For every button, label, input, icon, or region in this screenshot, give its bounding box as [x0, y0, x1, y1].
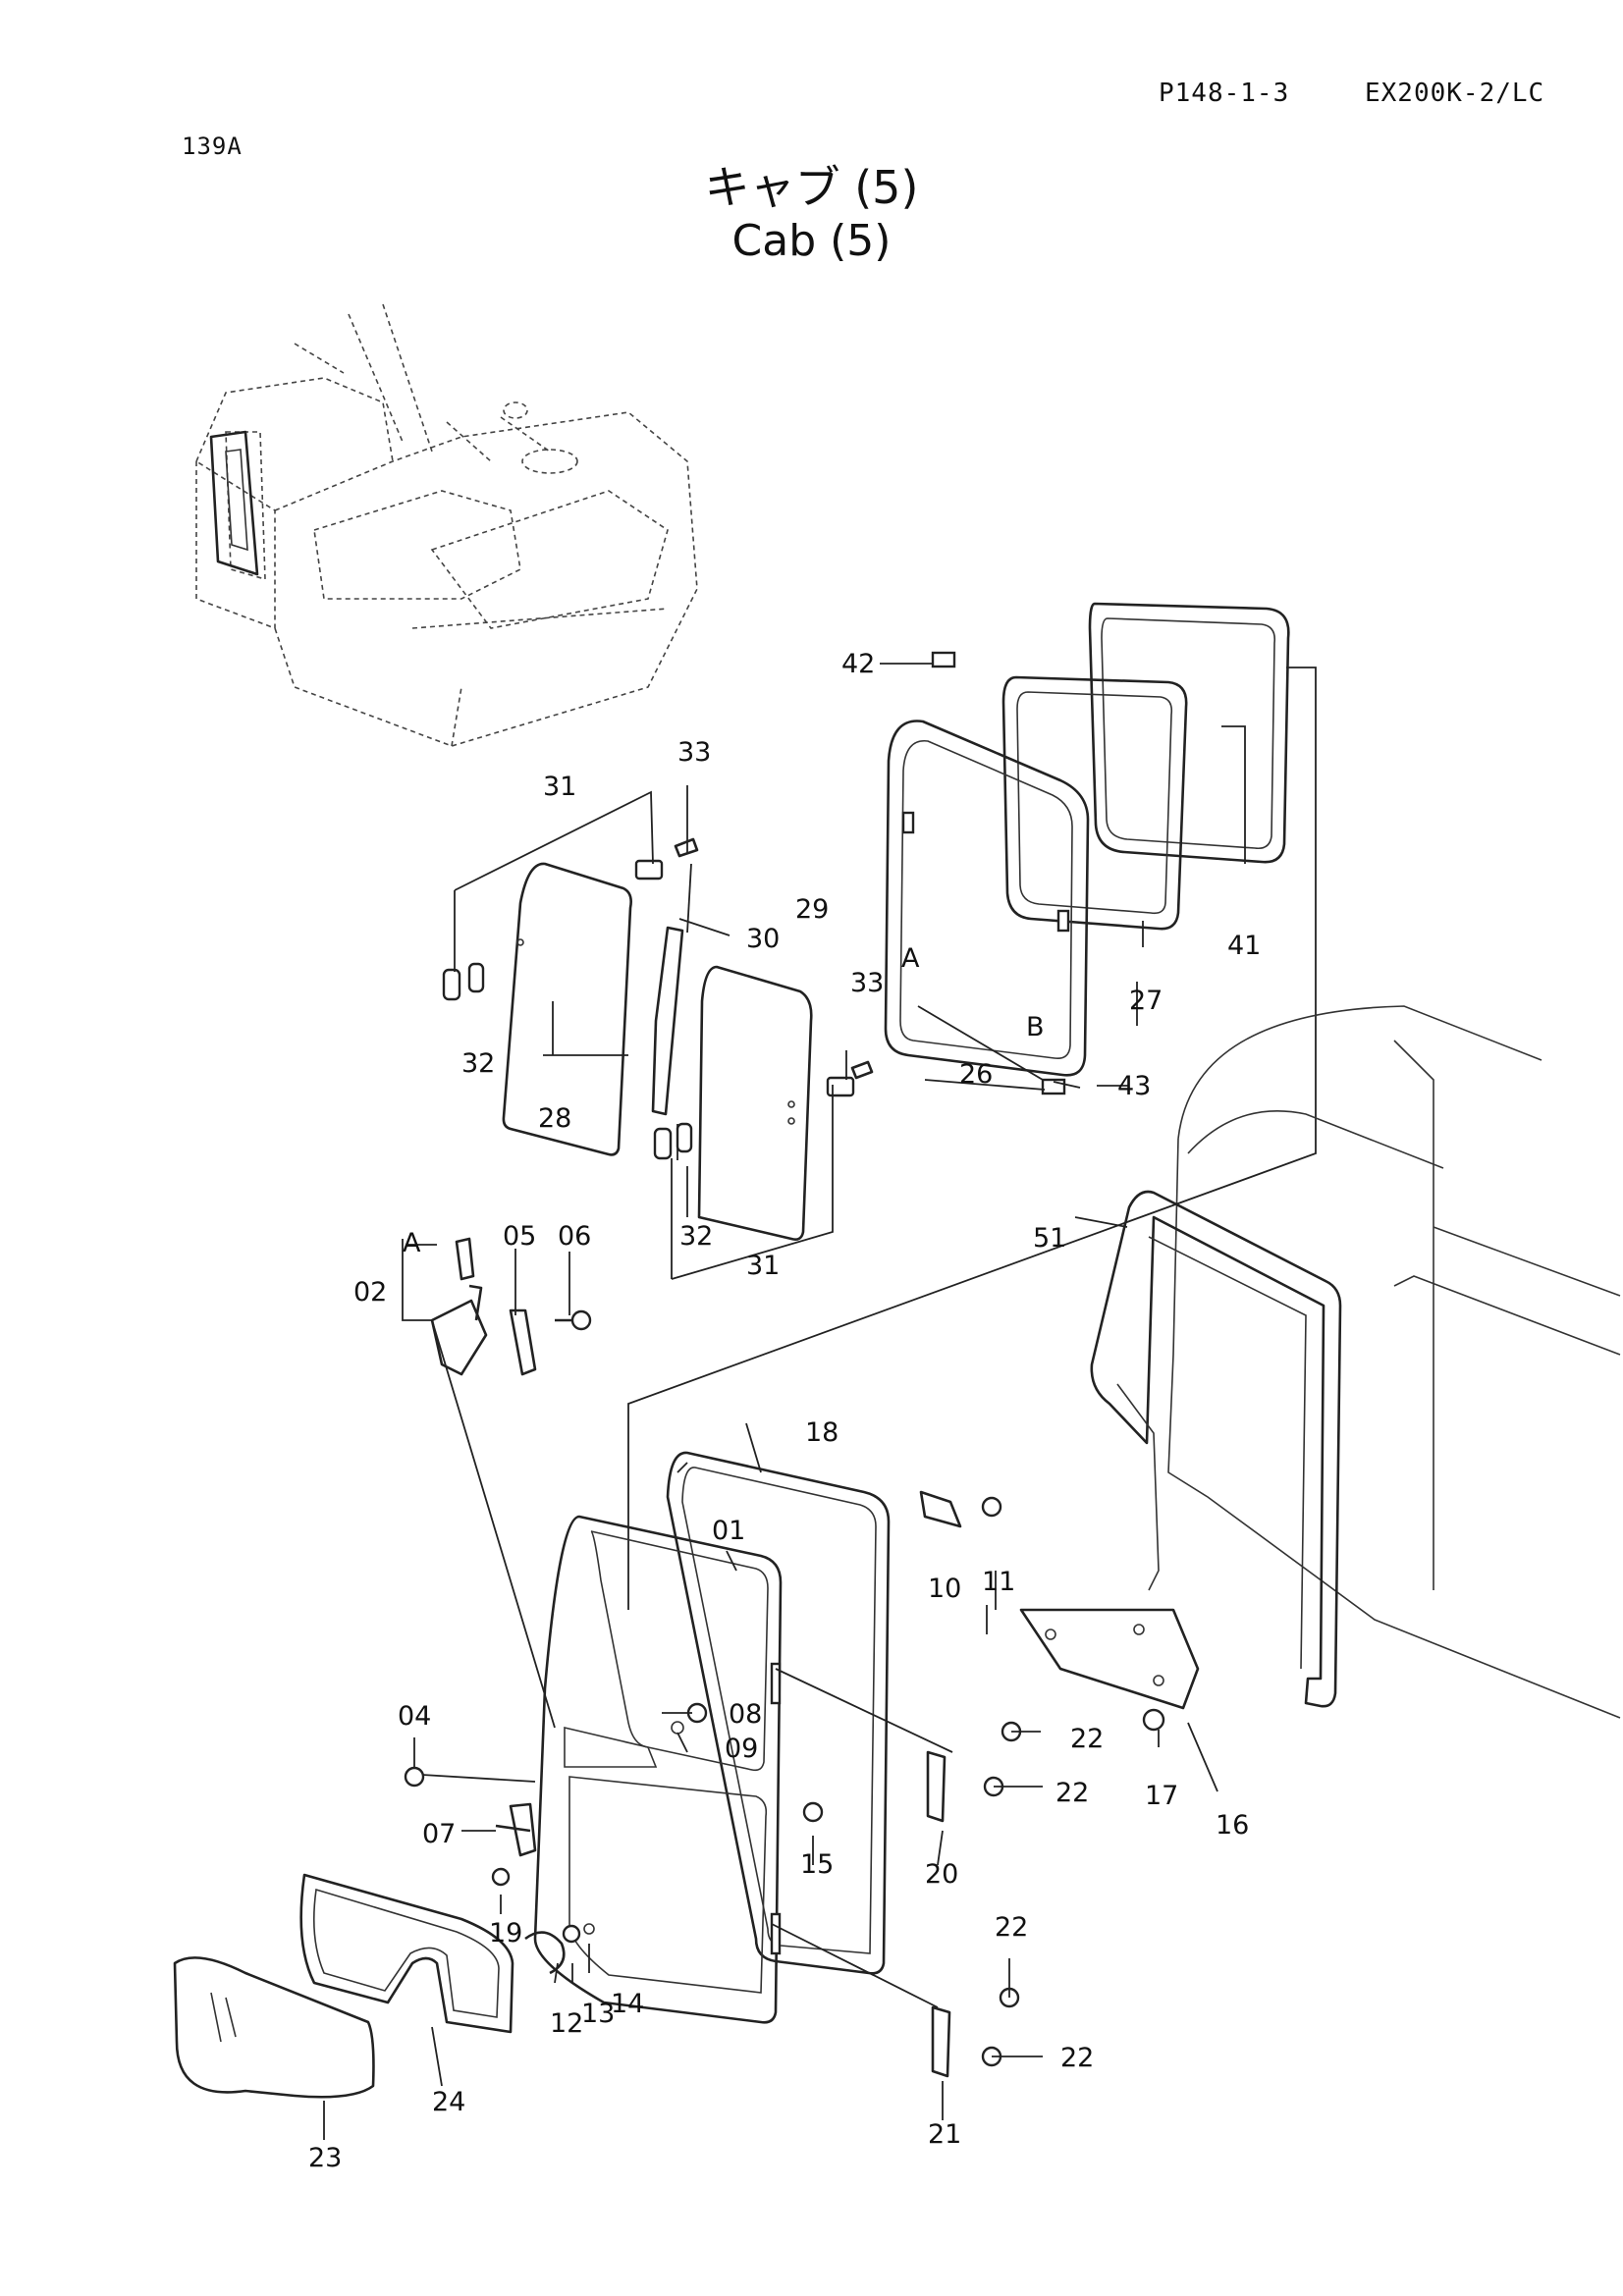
callout-28: 28 [538, 1103, 571, 1134]
callout-09: 09 [725, 1734, 758, 1764]
callout-02: 02 [353, 1277, 387, 1308]
callout-31-top: 31 [543, 772, 576, 802]
callout-01: 01 [712, 1516, 745, 1546]
callout-20: 20 [925, 1859, 958, 1890]
callout-22-a: 22 [1070, 1724, 1104, 1754]
callout-27: 27 [1129, 986, 1163, 1016]
callout-04: 04 [398, 1701, 431, 1732]
callout-41: 41 [1227, 931, 1261, 961]
callout-31-bottom: 31 [746, 1251, 780, 1281]
callout-26: 26 [959, 1059, 993, 1090]
callout-13: 13 [581, 1999, 615, 2029]
page-title-en: Cab (5) [731, 216, 892, 266]
door-inner-parts [173, 1766, 595, 2099]
callout-16: 16 [1216, 1810, 1249, 1841]
callout-21: 21 [928, 2119, 961, 2150]
callout-15: 15 [800, 1849, 834, 1880]
hinge-brackets [919, 1490, 1200, 2078]
callout-29: 29 [795, 894, 829, 925]
callout-51: 51 [1033, 1223, 1066, 1254]
callout-07: 07 [422, 1819, 456, 1849]
callout-17: 17 [1145, 1781, 1178, 1811]
cab-body-outline [1090, 1005, 1621, 1719]
callout-19: 19 [489, 1918, 522, 1949]
model-code: EX200K-2/LC [1365, 79, 1545, 108]
callout-18: 18 [805, 1417, 839, 1448]
callout-labels: 42 33 31 29 30 41 33 A 27 B 32 26 43 28 … [308, 649, 1261, 2173]
callout-43: 43 [1117, 1071, 1151, 1101]
callout-10: 10 [928, 1574, 961, 1604]
callout-ref-B: B [1026, 1012, 1045, 1042]
callout-06: 06 [558, 1221, 591, 1252]
callout-24: 24 [432, 2087, 465, 2117]
cab-door-assembly [421, 1451, 953, 2024]
page-code: P148-1-3 [1159, 79, 1290, 108]
callout-ref-A-handle: A [403, 1228, 421, 1258]
callout-42: 42 [841, 649, 875, 679]
callout-33-top: 33 [677, 737, 711, 768]
quarter-window-parts [442, 790, 874, 1280]
callout-ref-A-top: A [901, 943, 920, 974]
callout-22-d: 22 [1060, 2043, 1094, 2073]
excavator-overview-sketch [195, 303, 698, 747]
callout-32-left: 32 [461, 1048, 495, 1079]
callout-leaders [323, 663, 1246, 2140]
callout-11: 11 [982, 1567, 1015, 1597]
callout-14: 14 [611, 1989, 644, 2019]
callout-30: 30 [746, 924, 780, 954]
callout-12: 12 [550, 2008, 583, 2039]
door-handle-parts [430, 1237, 592, 1729]
sliding-window-frames [627, 602, 1317, 1610]
callout-22-c: 22 [995, 1912, 1028, 1943]
diagram-ref: 139A [182, 133, 243, 160]
callout-32-right: 32 [679, 1221, 713, 1252]
page-title-jp: キャブ (5) [704, 161, 919, 214]
callout-23: 23 [308, 2143, 342, 2173]
callout-33-right: 33 [850, 968, 884, 998]
callout-05: 05 [503, 1221, 536, 1252]
callout-22-b: 22 [1055, 1778, 1089, 1808]
callout-08: 08 [729, 1699, 762, 1730]
